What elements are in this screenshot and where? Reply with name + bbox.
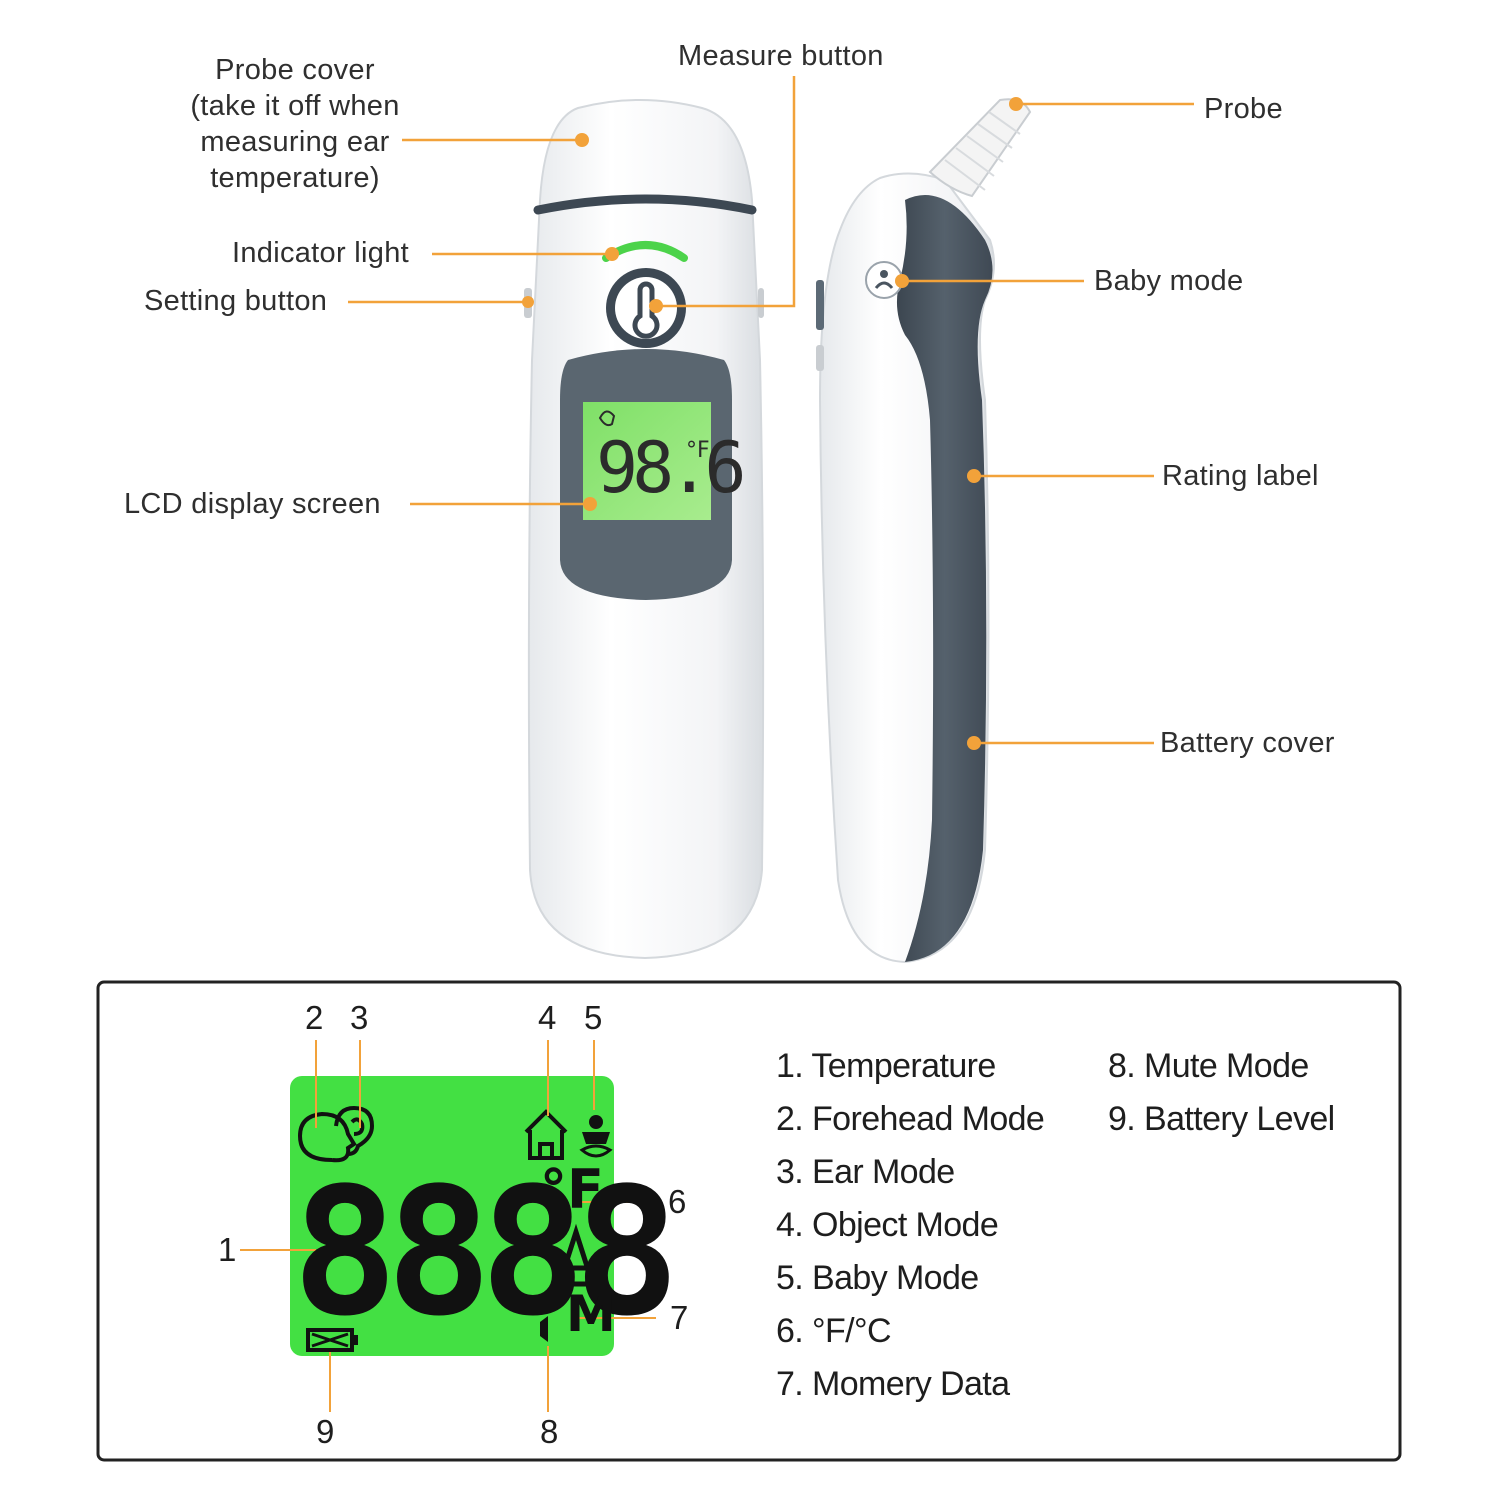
forehead-mode-icon xyxy=(297,1111,357,1163)
measure-button-label: Measure button xyxy=(678,40,884,72)
device-reading: 98.6 xyxy=(596,427,747,509)
lcd-legend-panel xyxy=(96,980,1402,1462)
callout-9: 9 xyxy=(316,1413,335,1450)
legend-item: 6. °F/°C xyxy=(776,1312,892,1350)
leader-dots xyxy=(522,97,1023,750)
legend-item: 8. Mute Mode xyxy=(1108,1047,1309,1085)
probe-tip xyxy=(928,98,1032,198)
legend-left-column: 1. Temperature 2. Forehead Mode 3. Ear M… xyxy=(776,1046,1045,1417)
legend-item: 5. Baby Mode xyxy=(776,1259,979,1297)
callout-7: 7 xyxy=(670,1299,689,1336)
probe-cover-label: Probe cover (take it off when measuring … xyxy=(190,54,400,194)
callout-6: 6 xyxy=(668,1183,687,1220)
callout-1: 1 xyxy=(218,1231,237,1268)
baby-mode-icon xyxy=(579,1115,613,1158)
bell-icon xyxy=(554,1223,598,1287)
forehead-icon xyxy=(598,410,616,427)
setting-button-label: Setting button xyxy=(144,285,328,317)
legend-item: 1. Temperature xyxy=(776,1047,996,1085)
ear-mode-icon xyxy=(334,1105,375,1156)
legend-right-column: 8. Mute Mode 9. Battery Level xyxy=(1108,1046,1335,1152)
lcd-temperature-digits: 8888 xyxy=(292,1150,680,1355)
legend-item: 7. Momery Data xyxy=(776,1365,1010,1403)
baby-icon xyxy=(880,270,888,278)
callout-3: 3 xyxy=(350,999,369,1036)
front-thermometer xyxy=(524,99,765,960)
callout-8: 8 xyxy=(540,1413,559,1450)
legend-item: 4. Object Mode xyxy=(776,1206,999,1244)
side-grip xyxy=(896,195,993,962)
lcd-display-screen xyxy=(583,402,711,520)
device-reading-unit: °F xyxy=(686,438,710,463)
lcd-callout-lines xyxy=(240,1040,656,1412)
probe-cover-seam xyxy=(533,194,757,215)
probe-label: Probe xyxy=(1204,93,1283,125)
object-mode-icon xyxy=(524,1109,568,1160)
callout-4: 4 xyxy=(538,999,557,1036)
legend-item: 3. Ear Mode xyxy=(776,1153,955,1191)
lcd-screen-large xyxy=(290,1076,614,1356)
callout-5: 5 xyxy=(584,999,603,1036)
lcd-display-screen-label: LCD display screen xyxy=(124,488,381,520)
lcd-unit-symbol: °F xyxy=(540,1158,604,1221)
side-thermometer xyxy=(816,98,1032,964)
battery-icon xyxy=(306,1328,358,1352)
thermometer-icon xyxy=(632,281,660,339)
rating-label-label: Rating label xyxy=(1162,460,1319,492)
battery-cover-label: Battery cover xyxy=(1160,727,1335,759)
indicator-light-label: Indicator light xyxy=(232,237,409,269)
lcd-memory-symbol: M xyxy=(566,1285,616,1343)
baby-mode-label: Baby mode xyxy=(1094,265,1244,297)
mute-icon xyxy=(540,1316,548,1342)
leader-lines xyxy=(348,76,1194,745)
callout-2: 2 xyxy=(305,999,324,1036)
legend-item: 2. Forehead Mode xyxy=(776,1100,1045,1138)
measure-button[interactable] xyxy=(606,268,686,348)
legend-item: 9. Battery Level xyxy=(1108,1100,1335,1138)
